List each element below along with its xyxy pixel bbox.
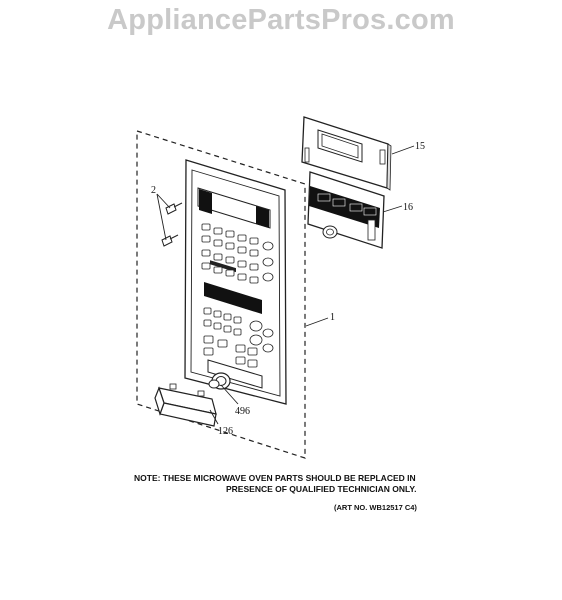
keypad-lower <box>203 307 274 368</box>
art-number: (ART NO. WB12517 C4) <box>334 503 417 512</box>
callout-16: 16 <box>403 202 413 213</box>
control-knob[interactable] <box>208 372 231 390</box>
note-line-2: PRESENCE OF QUALIFIED TECHNICIAN ONLY. <box>226 484 417 494</box>
screws[interactable] <box>161 202 183 247</box>
leader-lines <box>156 145 415 425</box>
control-panel-frame[interactable] <box>184 159 287 405</box>
callout-15: 15 <box>415 141 425 152</box>
latch-button[interactable] <box>154 383 217 427</box>
assembly-boundary <box>136 130 306 459</box>
display-window-middle <box>204 282 262 314</box>
note-line-1: NOTE: THESE MICROWAVE OVEN PARTS SHOULD … <box>134 473 416 483</box>
bottom-slot <box>207 359 263 389</box>
control-board[interactable] <box>301 116 392 191</box>
keypad-upper <box>201 223 274 284</box>
callout-496: 496 <box>235 406 250 417</box>
display-window-top <box>197 187 271 229</box>
watermark-logo: AppliancePartsPros.com <box>107 4 455 36</box>
display-board[interactable] <box>307 171 385 249</box>
callout-1: 1 <box>330 312 335 323</box>
callout-2: 2 <box>151 185 156 196</box>
callout-126: 126 <box>218 426 233 437</box>
